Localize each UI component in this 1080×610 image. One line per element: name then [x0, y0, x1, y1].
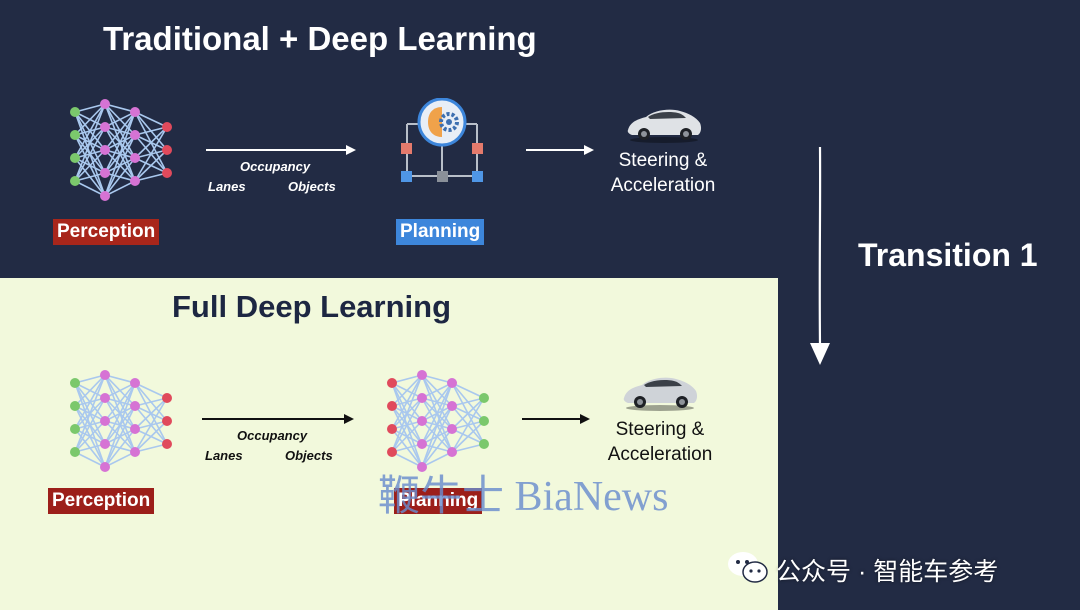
network-node — [162, 439, 172, 449]
network-node — [162, 393, 172, 403]
network-node — [100, 370, 110, 380]
output-line2: Acceleration — [607, 444, 713, 465]
car-icon — [627, 109, 702, 143]
network-node — [417, 416, 427, 426]
network-node — [479, 393, 489, 403]
network-node — [417, 370, 427, 380]
flow-objects: Objects — [288, 179, 336, 194]
planning-tag: Planning — [396, 219, 485, 245]
network-node — [417, 439, 427, 449]
network-node — [100, 462, 110, 472]
wechat-account-label: 公众号 · 智能车参考 — [776, 558, 999, 586]
network-node — [130, 447, 140, 457]
network-node — [70, 153, 80, 163]
output-steering: Steering & Acceleration — [600, 417, 720, 467]
network-node — [100, 416, 110, 426]
flow-lanes: Lanes — [205, 448, 243, 463]
network-node — [130, 107, 140, 117]
flow-arrow — [202, 414, 354, 424]
network-node — [447, 424, 457, 434]
network-node — [447, 378, 457, 388]
output-line1: Steering & — [615, 419, 705, 440]
car-icon — [623, 377, 698, 411]
flow-arrow — [206, 145, 356, 155]
network-node — [70, 130, 80, 140]
network-node — [70, 176, 80, 186]
flow-arrow — [526, 145, 594, 155]
output-line2: Acceleration — [610, 175, 716, 196]
flow-occupancy: Occupancy — [237, 428, 308, 443]
network-node — [100, 145, 110, 155]
top-title: Traditional + Deep Learning — [103, 20, 537, 57]
network-node — [162, 145, 172, 155]
network-node — [70, 447, 80, 457]
down-arrow-icon — [810, 146, 830, 365]
bottom-title: Full Deep Learning — [172, 289, 452, 324]
output-line1: Steering & — [618, 150, 708, 171]
wechat-icon — [728, 552, 768, 583]
network-node — [387, 401, 397, 411]
network-node — [100, 393, 110, 403]
planning-robot-icon — [401, 98, 483, 182]
network-node — [100, 99, 110, 109]
perception-tag: Perception — [48, 488, 155, 514]
network-node — [417, 393, 427, 403]
network-node — [387, 447, 397, 457]
neural-network-icon — [70, 370, 172, 472]
network-node — [447, 401, 457, 411]
neural-network-icon — [387, 370, 489, 472]
transition-label: Transition 1 — [858, 237, 1038, 273]
network-node — [387, 378, 397, 388]
network-node — [130, 130, 140, 140]
network-node — [70, 401, 80, 411]
network-node — [130, 424, 140, 434]
network-node — [162, 416, 172, 426]
network-node — [387, 424, 397, 434]
network-node — [130, 401, 140, 411]
network-node — [130, 378, 140, 388]
network-node — [417, 462, 427, 472]
watermark: 鞭牛士 BiaNews — [378, 474, 669, 520]
flow-lanes: Lanes — [208, 179, 246, 194]
perception-tag: Perception — [53, 219, 160, 245]
network-node — [130, 176, 140, 186]
network-node — [447, 447, 457, 457]
network-node — [162, 122, 172, 132]
neural-network-icon — [70, 99, 172, 201]
output-steering: Steering & Acceleration — [603, 148, 723, 198]
flow-objects: Objects — [285, 448, 333, 463]
network-node — [100, 191, 110, 201]
network-node — [70, 378, 80, 388]
network-node — [100, 439, 110, 449]
flow-occupancy: Occupancy — [240, 159, 311, 174]
flow-arrow — [522, 414, 590, 424]
network-node — [130, 153, 140, 163]
network-node — [70, 424, 80, 434]
planning-tag: Planning — [394, 488, 483, 514]
network-node — [70, 107, 80, 117]
network-node — [162, 168, 172, 178]
network-node — [100, 122, 110, 132]
network-node — [100, 168, 110, 178]
network-node — [479, 416, 489, 426]
network-node — [479, 439, 489, 449]
